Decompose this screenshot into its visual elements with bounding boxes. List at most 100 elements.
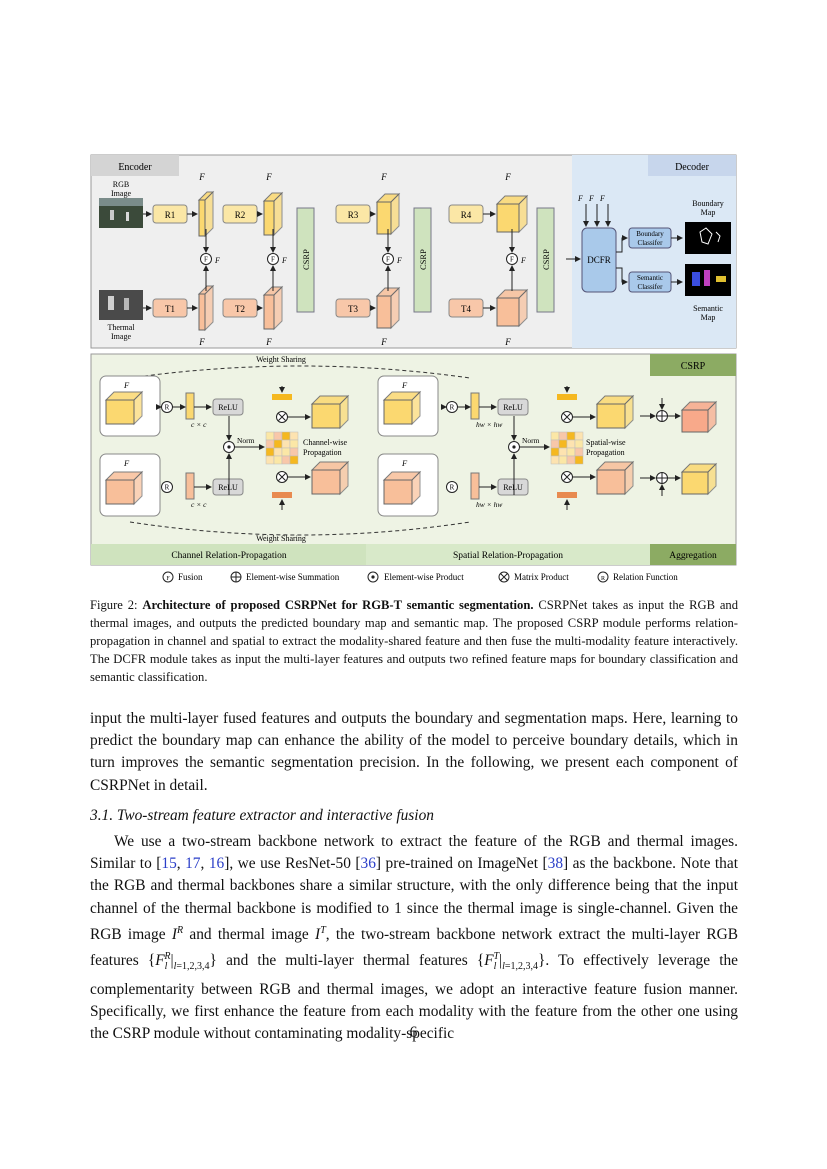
caption-title: Architecture of proposed CSRPNet for RGB… [142,598,534,612]
rgb-feature-cube [104,390,144,426]
legend-fusion: Fusion [178,572,203,582]
thermal-block-4-label: T4 [461,304,471,314]
semantic-classifier-label-2: Classifer [638,283,664,291]
citation-link[interactable]: 16 [208,855,225,873]
rgb-feature-cube [382,390,422,426]
legend: F Fusion Element-wise Summation Element-… [162,571,678,583]
boundary-map-image [685,222,731,254]
citation-link[interactable]: 17 [185,855,201,873]
csrp-bar-1 [296,207,315,313]
svg-text:F: F [198,337,205,347]
caption-prefix: Figure 2: [90,598,143,612]
relation-node-bottom [446,481,458,493]
encoder-label: Encoder [118,162,152,173]
svg-text:F: F [504,337,511,347]
csrp-bar-label: CSRP [541,249,551,270]
semantic-map-label: Semantic [693,304,723,313]
spatial-relation-label: Spatial Relation-Propagation [453,551,563,561]
svg-text:F: F [265,337,272,347]
relu-block [497,398,529,416]
legend-relation-function: Relation Function [613,572,678,582]
legend-product: Element-wise Product [384,572,464,582]
svg-text:ReLU: ReLU [218,483,238,492]
relation-node-bottom [161,481,173,493]
svg-text:F: F [271,256,275,264]
svg-text:F: F [204,256,208,264]
svg-text:ReLU: ReLU [503,403,523,412]
fusion-node-4 [506,253,518,265]
svg-text:F: F [504,172,511,182]
weight-sharing-bottom: Weight Sharing [256,534,306,543]
fusion-node-2 [267,253,279,265]
thermal-feature-2 [262,285,284,331]
svg-text:F: F [401,458,408,468]
encoder-decoder-panel: Encoder Decoder RGB Image Thermal Image … [90,154,737,349]
propagated-thermal-cube [310,460,350,496]
citation-link[interactable]: 36 [360,855,376,873]
csrp-bar-label: CSRP [418,249,428,270]
svg-text:F: F [380,172,387,182]
svg-text:c × c: c × c [191,500,207,509]
svg-text:Propagation: Propagation [586,448,625,457]
relu-block [212,398,244,416]
svg-text:hw × hw: hw × hw [476,420,502,429]
semantic-map-label-2: Map [701,313,716,322]
thermal-block-3-label: T3 [348,304,358,314]
rgb-feature-2 [262,191,284,237]
svg-text:ReLU: ReLU [503,483,523,492]
boundary-classifier-label-2: Classifer [638,239,664,247]
rgb-image-label-2: Image [111,189,131,198]
svg-text:F: F [386,256,390,264]
svg-text:R: R [450,404,455,412]
dcfr-label: DCFR [587,255,611,265]
aggregation-label: Aggregation [669,551,717,561]
rgb-image-label: RGB [113,180,129,189]
channel-relation-label: Channel Relation-Propagation [171,551,287,561]
svg-text:ReLU: ReLU [218,403,238,412]
thermal-image-label-2: Image [111,332,131,341]
relu-block [212,478,244,496]
relation-function-icon [597,571,609,583]
svg-text:hw × hw: hw × hw [476,500,502,509]
thermal-feature-cube [382,470,422,506]
svg-text:F: F [198,172,205,182]
paragraph-1: input the multi-layer fused features and… [90,710,738,794]
fusion-node-1 [200,253,212,265]
csrp-panel-title: CSRP [681,361,706,372]
boundary-map-label: Boundary [692,199,724,208]
fused-rgb-cube [680,462,718,496]
boundary-classifier-label: Boundary [636,230,664,238]
fusion-node-3 [382,253,394,265]
rgb-block-2-label: R2 [235,210,246,220]
page-number: 6 [409,1024,418,1041]
semantic-classifier-label: Semantic [637,274,663,282]
svg-text:Norm: Norm [237,436,255,445]
rgb-feature-3 [375,192,401,236]
svg-text:Norm: Norm [522,436,540,445]
thermal-image-label: Thermal [107,323,135,332]
svg-text:F: F [123,458,130,468]
section-heading: 3.1. Two-stream feature extractor and in… [90,807,434,824]
svg-text:R: R [165,404,170,412]
propagated-rgb-cube [595,394,635,430]
svg-text:F: F [265,172,272,182]
thermal-feature-4 [495,288,529,328]
svg-text:R: R [601,576,605,582]
svg-text:F: F [281,256,287,265]
weight-sharing-top: Weight Sharing [256,355,306,364]
boundary-map-label-2: Map [701,208,716,217]
decoder-label: Decoder [675,162,710,173]
legend-matrix-product: Matrix Product [514,572,569,582]
svg-text:F: F [510,256,514,264]
rgb-block-1-label: R1 [165,210,176,220]
svg-text:F: F [166,576,170,582]
csrp-bar-3 [536,207,555,313]
caption-text: CSRPNet takes as input the RGB and therm… [90,598,739,684]
svg-text:Channel-wise: Channel-wise [303,438,347,447]
citation-link[interactable]: 15 [161,855,177,873]
svg-text:F: F [401,380,408,390]
svg-text:F: F [577,194,583,203]
rgb-feature-4 [495,194,529,234]
citation-link[interactable]: 38 [547,855,564,873]
